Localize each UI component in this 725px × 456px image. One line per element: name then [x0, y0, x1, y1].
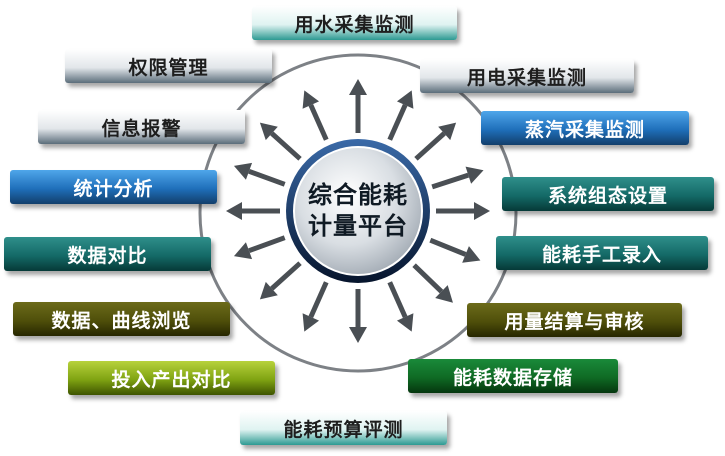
module-label: 能耗数据存储 — [452, 366, 573, 389]
module-label: 系统组态设置 — [547, 184, 668, 207]
module-input-output-compare[interactable]: 投入产出对比 — [68, 361, 275, 395]
module-topology-config[interactable]: 系统组态设置 — [502, 177, 714, 211]
module-alarm[interactable]: 信息报警 — [38, 110, 245, 144]
arrow-head-3 — [465, 166, 484, 184]
module-power-monitoring[interactable]: 用电采集监测 — [420, 59, 634, 93]
module-label: 用量结算与审核 — [504, 310, 645, 333]
arrow-head-10 — [259, 281, 278, 300]
arrow-head-15 — [302, 90, 320, 109]
arrow-head-0 — [349, 79, 367, 95]
module-label: 数据、曲线浏览 — [51, 309, 192, 332]
module-manual-entry[interactable]: 能耗手工录入 — [496, 236, 708, 270]
arrow-head-6 — [435, 285, 453, 303]
arrow-head-14 — [259, 122, 278, 141]
module-label: 投入产出对比 — [111, 368, 232, 391]
arrow-head-8 — [349, 327, 367, 343]
module-permission[interactable]: 权限管理 — [65, 49, 272, 83]
arrow-shaft-10 — [270, 261, 302, 291]
module-data-storage[interactable]: 能耗数据存储 — [408, 359, 618, 393]
arrow-shaft-2 — [414, 131, 446, 161]
module-steam-monitoring[interactable]: 蒸汽采集监测 — [481, 111, 689, 145]
arrow-shaft-7 — [387, 281, 408, 318]
module-label: 权限管理 — [128, 56, 209, 79]
arrow-shaft-5 — [429, 237, 467, 257]
module-label: 用电采集监测 — [466, 66, 587, 89]
arrow-head-4 — [474, 202, 490, 220]
arrow-head-5 — [462, 246, 481, 263]
outer-ring — [198, 53, 518, 373]
module-settlement-audit[interactable]: 用量结算与审核 — [467, 303, 682, 337]
arrow-group — [226, 79, 490, 343]
arrow-head-11 — [233, 242, 253, 260]
arrow-shaft-15 — [308, 104, 329, 141]
arrow-shaft-11 — [248, 235, 286, 254]
arrow-head-2 — [438, 122, 457, 141]
arrow-head-7 — [396, 313, 414, 332]
hub-title-line-2: 计量平台 — [308, 212, 408, 240]
module-label: 能耗预算评测 — [283, 418, 404, 441]
arrow-shaft-6 — [412, 263, 444, 294]
arrow-shaft-13 — [248, 168, 286, 187]
hub-face — [293, 146, 423, 276]
module-label: 信息报警 — [101, 117, 182, 140]
arrow-shaft-14 — [270, 131, 302, 161]
module-data-curve-browse[interactable]: 数据、曲线浏览 — [13, 302, 230, 336]
module-data-compare[interactable]: 数据对比 — [4, 237, 211, 271]
arrow-head-1 — [396, 90, 414, 109]
module-label: 数据对比 — [67, 244, 148, 267]
module-label: 统计分析 — [73, 177, 154, 200]
module-label: 用水采集监测 — [294, 13, 415, 36]
module-water-monitoring[interactable]: 用水采集监测 — [252, 6, 457, 40]
arrow-head-12 — [226, 202, 242, 220]
hub-title: 综合能耗 计量平台 — [290, 178, 426, 244]
arrow-head-13 — [233, 162, 253, 180]
module-label: 能耗手工录入 — [541, 243, 662, 266]
arrow-shaft-1 — [387, 104, 408, 141]
module-budget-evaluation[interactable]: 能耗预算评测 — [240, 411, 447, 445]
arrow-shaft-9 — [308, 281, 329, 318]
arrow-shaft-3 — [431, 172, 470, 190]
module-label: 蒸汽采集监测 — [524, 118, 645, 141]
arrow-head-9 — [302, 313, 320, 332]
module-statistics[interactable]: 统计分析 — [10, 170, 217, 204]
hub-title-line-1: 综合能耗 — [308, 181, 408, 209]
